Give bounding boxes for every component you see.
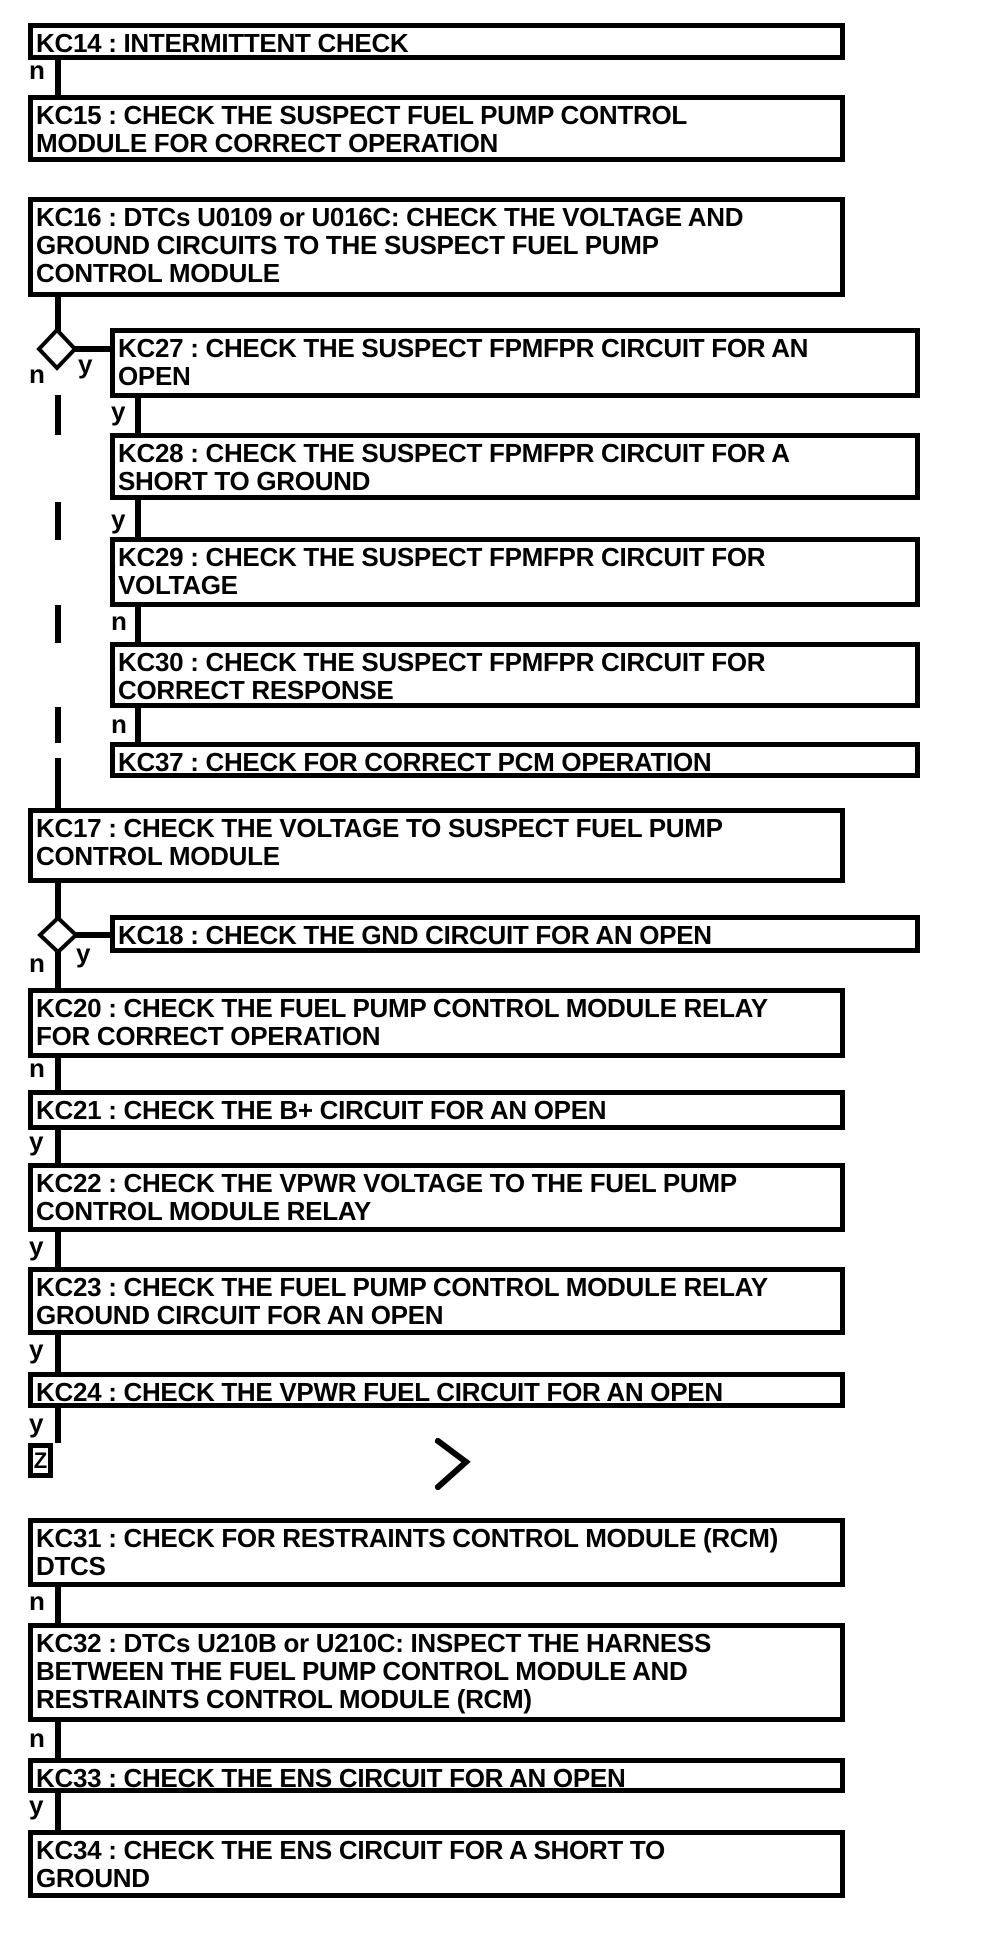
connector-line xyxy=(55,1587,61,1623)
node-kc22[interactable]: KC22 : CHECK THE VPWR VOLTAGE TO THE FUE… xyxy=(28,1163,845,1232)
connector-line-dash xyxy=(55,707,61,743)
node-kc33[interactable]: KC33 : CHECK THE ENS CIRCUIT FOR AN OPEN xyxy=(28,1758,845,1793)
connector-line xyxy=(135,708,141,742)
connector-line xyxy=(55,1722,61,1758)
node-kc16[interactable]: KC16 : DTCs U0109 or U016C: CHECK THE VO… xyxy=(28,197,845,297)
node-kc28[interactable]: KC28 : CHECK THE SUSPECT FPMFPR CIRCUIT … xyxy=(110,433,920,500)
branch-label-y: y xyxy=(76,938,91,968)
connector-line xyxy=(135,398,141,433)
node-kc29[interactable]: KC29 : CHECK THE SUSPECT FPMFPR CIRCUIT … xyxy=(110,537,920,607)
connector-line-dash xyxy=(55,502,61,540)
branch-label-y: y xyxy=(29,1790,44,1820)
connector-line-dash xyxy=(55,605,61,643)
connector-line xyxy=(55,1793,61,1830)
branch-label-y: y xyxy=(29,1408,44,1438)
connector-line xyxy=(135,607,141,642)
node-kc14[interactable]: KC14 : INTERMITTENT CHECK xyxy=(28,23,845,60)
connector-line-dash xyxy=(55,395,61,435)
connector-line xyxy=(55,883,61,918)
branch-label-n: n xyxy=(29,948,45,978)
branch-label-y: y xyxy=(29,1126,44,1156)
connector-line xyxy=(55,1130,61,1163)
connector-line xyxy=(55,1335,61,1372)
node-kc24[interactable]: KC24 : CHECK THE VPWR FUEL CIRCUIT FOR A… xyxy=(28,1372,845,1408)
branch-label-n: n xyxy=(111,606,127,636)
connector-line-dash xyxy=(55,758,61,808)
branch-label-n: n xyxy=(29,1053,45,1083)
node-kc23[interactable]: KC23 : CHECK THE FUEL PUMP CONTROL MODUL… xyxy=(28,1267,845,1335)
off-page-connector-z[interactable]: Z xyxy=(28,1443,53,1478)
node-kc27[interactable]: KC27 : CHECK THE SUSPECT FPMFPR CIRCUIT … xyxy=(110,328,920,398)
connector-line xyxy=(76,932,110,938)
branch-label-n: n xyxy=(29,55,45,85)
node-kc31[interactable]: KC31 : CHECK FOR RESTRAINTS CONTROL MODU… xyxy=(28,1518,845,1587)
connector-line xyxy=(55,60,61,95)
node-kc32[interactable]: KC32 : DTCs U210B or U210C: INSPECT THE … xyxy=(28,1623,845,1722)
node-kc15[interactable]: KC15 : CHECK THE SUSPECT FUEL PUMP CONTR… xyxy=(28,95,845,162)
node-kc18[interactable]: KC18 : CHECK THE GND CIRCUIT FOR AN OPEN xyxy=(110,915,920,953)
connector-line xyxy=(55,1408,61,1443)
connector-line xyxy=(55,952,61,988)
branch-label-y: y xyxy=(29,1334,44,1364)
decision-diamond xyxy=(37,915,79,955)
connector-line xyxy=(135,500,141,537)
connector-line xyxy=(55,1232,61,1267)
node-kc37[interactable]: KC37 : CHECK FOR CORRECT PCM OPERATION xyxy=(110,742,920,778)
branch-label-n: n xyxy=(29,1586,45,1616)
node-kc17[interactable]: KC17 : CHECK THE VOLTAGE TO SUSPECT FUEL… xyxy=(28,808,845,883)
branch-label-n: n xyxy=(29,359,45,389)
branch-label-n: n xyxy=(29,1723,45,1753)
branch-label-y: y xyxy=(78,349,93,379)
branch-label-y: y xyxy=(29,1231,44,1261)
node-kc34[interactable]: KC34 : CHECK THE ENS CIRCUIT FOR A SHORT… xyxy=(28,1830,845,1898)
node-kc21[interactable]: KC21 : CHECK THE B+ CIRCUIT FOR AN OPEN xyxy=(28,1090,845,1130)
connector-line xyxy=(55,1058,61,1090)
branch-label-y: y xyxy=(111,504,126,534)
node-kc20[interactable]: KC20 : CHECK THE FUEL PUMP CONTROL MODUL… xyxy=(28,988,845,1058)
node-kc30[interactable]: KC30 : CHECK THE SUSPECT FPMFPR CIRCUIT … xyxy=(110,642,920,708)
branch-label-n: n xyxy=(111,709,127,739)
decision-diamond xyxy=(36,327,78,371)
connector-line xyxy=(75,346,110,352)
continuation-chevron-icon[interactable] xyxy=(435,1438,471,1490)
connector-line xyxy=(55,297,61,331)
branch-label-y: y xyxy=(111,396,126,426)
